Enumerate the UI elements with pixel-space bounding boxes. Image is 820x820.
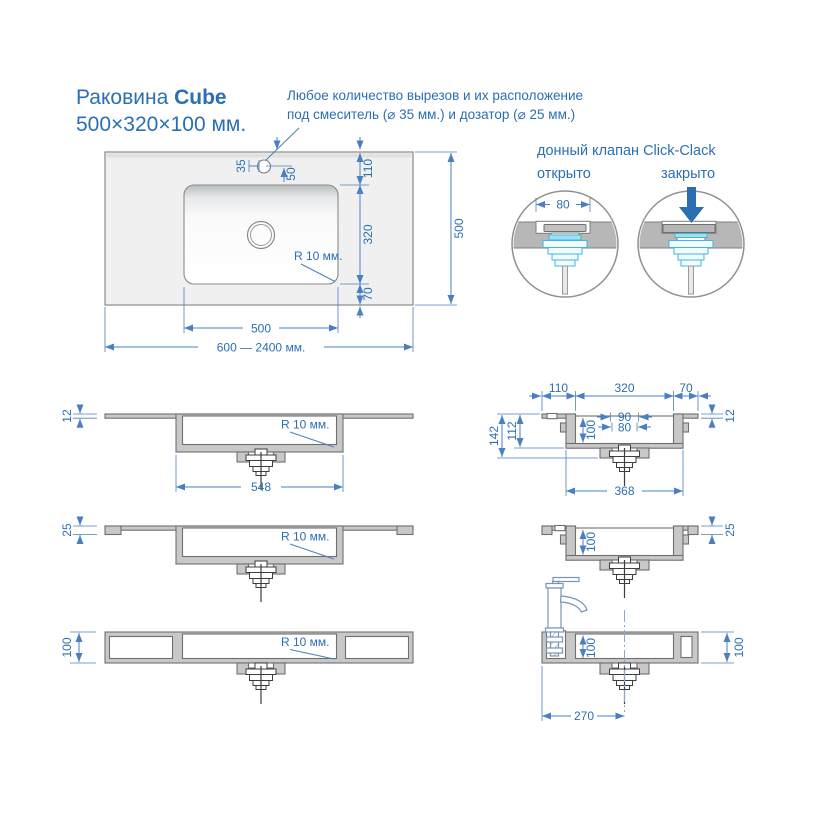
- drain-assembly-icon: [245, 560, 277, 603]
- valve-closed-detail: [637, 187, 745, 298]
- drain-assembly-icon: [608, 444, 641, 487]
- valve-closed-label: закрыто: [661, 166, 716, 182]
- valve-open-label: открыто: [537, 166, 591, 182]
- note-line2: под смеситель (⌀ 35 мм.) и дозатор (⌀ 25…: [287, 107, 576, 122]
- side-section-100: 100 100 270: [541, 576, 746, 723]
- dim-faucet-offset: 270: [574, 709, 594, 723]
- dim-thickness: 12: [60, 409, 74, 423]
- page-title: Раковина Cube 500×320×100 мм.: [76, 84, 246, 138]
- dim-basin-depth: 320: [361, 224, 375, 244]
- front-section-12: 12 R 10 мм. 548: [60, 404, 414, 494]
- faucet: [544, 576, 588, 657]
- dim-hole-diameter: 35: [234, 159, 248, 173]
- radius-label: R 10 мм.: [281, 635, 330, 649]
- drain-assembly-icon: [245, 662, 277, 705]
- dim-drain-span: 368: [614, 484, 634, 498]
- dim-hole-offset: 50: [284, 167, 298, 181]
- dim-h-inner: 112: [505, 421, 519, 440]
- faucet-hole: [256, 159, 272, 174]
- dim-thickness: 25: [723, 523, 737, 537]
- dim-width-range: 600 — 2400 мм.: [217, 341, 306, 355]
- dim-front: 110: [549, 381, 568, 395]
- dim-boss-inner: 80: [618, 421, 632, 435]
- dim-thickness: 12: [723, 409, 737, 423]
- radius-label: R 10 мм.: [281, 530, 330, 544]
- dim-back: 70: [361, 287, 375, 301]
- front-section-25: 25 R 10 мм.: [60, 516, 414, 603]
- popup-cap-open: [543, 224, 587, 232]
- countertop-edge-shade: [106, 153, 412, 158]
- dim-basin: 320: [614, 381, 634, 395]
- dim-depth: 100: [584, 532, 598, 552]
- dim-depth: 500: [452, 218, 466, 238]
- drain-outline: [246, 220, 276, 250]
- front-section-100: 100 R 10 мм.: [60, 631, 414, 705]
- cutout-note: Любое количество вырезов и их расположен…: [287, 86, 583, 124]
- popup-cap-closed: [662, 224, 716, 233]
- dim-h-total: 142: [487, 426, 501, 446]
- dim-cap-width: 80: [556, 198, 570, 212]
- valve-open-detail: 80: [511, 190, 619, 298]
- note-leader: [265, 127, 300, 161]
- dim-back: 70: [679, 381, 693, 395]
- side-section-12: 110 320 70 12 142 112 100 90 80 368: [487, 381, 737, 498]
- dim-thickness: 25: [60, 523, 74, 537]
- dim-front: 110: [361, 159, 375, 178]
- top-view: 35 50 110 320 70 500 500 600 — 2400 мм. …: [104, 127, 466, 355]
- dim-basin-width: 500: [251, 322, 271, 336]
- title-brand: Раковина: [76, 86, 169, 109]
- title-model: Cube: [174, 86, 227, 109]
- dim-thickness: 100: [60, 637, 74, 657]
- drain-assembly-icon: [608, 556, 641, 599]
- note-line1: Любое количество вырезов и их расположен…: [287, 88, 584, 103]
- dim-height: 100: [732, 637, 746, 657]
- valve-heading: донный клапан Click-Clack: [537, 143, 716, 159]
- dim-depth: 100: [584, 638, 598, 658]
- press-arrow-icon: [679, 187, 704, 223]
- dim-drain-span: 548: [251, 480, 271, 494]
- dim-boss-outer: 90: [618, 410, 632, 424]
- radius-label: R 10 мм.: [294, 249, 343, 263]
- side-section-25: 100 25: [541, 516, 737, 599]
- radius-label: R 10 мм.: [281, 418, 330, 432]
- title-size: 500×320×100 мм.: [76, 113, 247, 136]
- dim-depth: 100: [584, 420, 598, 440]
- drain-inner-ring: [250, 224, 272, 246]
